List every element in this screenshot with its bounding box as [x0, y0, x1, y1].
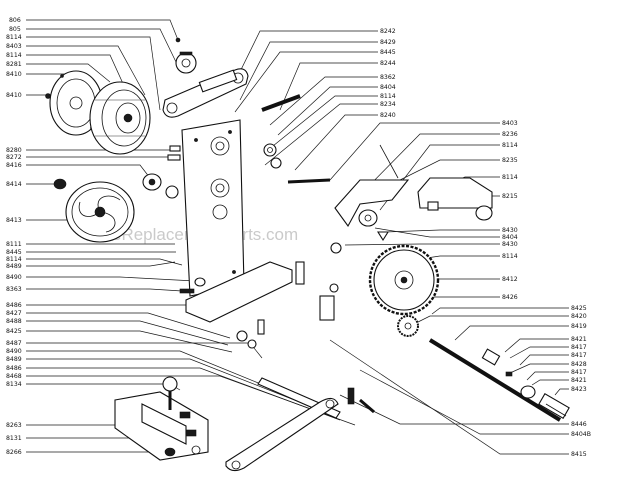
label-8490: 8490	[6, 274, 22, 281]
label-8235: 8235	[502, 157, 518, 164]
label-8425: 8425	[6, 328, 22, 335]
label-8263: 8263	[6, 422, 22, 429]
knob-8414	[53, 178, 67, 190]
label-8242: 8242	[380, 28, 396, 35]
label-8421: 8421	[571, 336, 587, 343]
label-8417: 8417	[571, 344, 587, 351]
shaft-8244	[261, 94, 331, 184]
handwheel-8413	[65, 173, 179, 243]
label-8486: 8486	[6, 302, 22, 309]
label-8114: 8114	[502, 174, 518, 181]
label-8423: 8423	[571, 386, 587, 393]
label-8236: 8236	[502, 131, 518, 138]
label-8487: 8487	[6, 340, 22, 347]
label-8417: 8417	[571, 369, 587, 376]
label-8362: 8362	[380, 74, 396, 81]
gear-806	[175, 37, 197, 74]
label-8419: 8419	[571, 323, 587, 330]
label-8412: 8412	[502, 276, 518, 283]
label-8114: 8114	[502, 253, 518, 260]
label-8489: 8489	[6, 356, 22, 363]
label-8272: 8272	[6, 154, 22, 161]
pulley-8280	[89, 81, 151, 155]
leader-lines	[26, 19, 569, 455]
label-8445: 8445	[380, 49, 396, 56]
label-8426: 8426	[502, 294, 518, 301]
label-8415: 8415	[571, 451, 587, 458]
label-8280: 8280	[6, 147, 22, 154]
label-8281: 8281	[6, 61, 22, 68]
label-8134: 8134	[6, 381, 22, 388]
label-806: 806	[9, 17, 21, 24]
pin-8272	[167, 145, 181, 161]
label-8403: 8403	[6, 43, 22, 50]
label-8416: 8416	[6, 162, 22, 169]
label-8114: 8114	[502, 142, 518, 149]
label-8468: 8468	[6, 373, 22, 380]
label-8403: 8403	[502, 120, 518, 127]
mounting-plate	[181, 119, 245, 297]
label-805: 805	[9, 26, 21, 33]
label-8417: 8417	[571, 352, 587, 359]
arm-8242	[162, 68, 249, 118]
rod-8419	[428, 338, 570, 422]
label-8240: 8240	[380, 112, 396, 119]
label-8413: 8413	[6, 217, 22, 224]
label-8414: 8414	[6, 181, 22, 188]
label-8404: 8404	[380, 84, 396, 91]
block-8489	[179, 261, 339, 349]
label-8489: 8489	[6, 263, 22, 270]
label-8486: 8486	[6, 365, 22, 372]
label-8266: 8266	[6, 449, 22, 456]
gear-8420	[397, 315, 419, 337]
label-8114: 8114	[6, 34, 22, 41]
label-8404B: 8404B	[571, 431, 591, 438]
label-8428: 8428	[571, 361, 587, 368]
label-8425: 8425	[571, 305, 587, 312]
label-8234: 8234	[380, 101, 396, 108]
callout-labels-middle: 8242 8429 8445 8244 8362 8404 8114 8234 …	[380, 28, 396, 119]
label-8114: 8114	[380, 93, 396, 100]
label-8445: 8445	[6, 249, 22, 256]
label-8215: 8215	[502, 193, 518, 200]
label-8488: 8488	[6, 318, 22, 325]
label-8410: 8410	[6, 71, 22, 78]
base-bracket-8263	[114, 376, 209, 461]
label-8244: 8244	[380, 60, 396, 67]
label-8427: 8427	[6, 310, 22, 317]
label-8114: 8114	[6, 256, 22, 263]
bar-8446	[225, 377, 375, 472]
label-8404: 8404	[502, 234, 518, 241]
callout-labels-left: 806 805 8114 8403 8114 8281 8410 8410 82…	[6, 17, 22, 456]
bracket-8215	[417, 177, 493, 221]
label-8114: 8114	[6, 52, 22, 59]
label-8430: 8430	[502, 241, 518, 248]
bracket-8236	[330, 144, 410, 254]
callout-labels-right: 8403 8236 8114 8235 8114 8215 8430 8404 …	[502, 120, 591, 458]
label-8111: 8111	[6, 241, 22, 248]
label-8410: 8410	[6, 92, 22, 99]
label-8131: 8131	[6, 435, 22, 442]
label-8446: 8446	[571, 421, 587, 428]
label-8429: 8429	[380, 39, 396, 46]
label-8490: 8490	[6, 348, 22, 355]
label-8363: 8363	[6, 286, 22, 293]
label-8420: 8420	[571, 313, 587, 320]
gear-8412	[368, 231, 440, 316]
label-8421: 8421	[571, 377, 587, 384]
label-8430: 8430	[502, 227, 518, 234]
